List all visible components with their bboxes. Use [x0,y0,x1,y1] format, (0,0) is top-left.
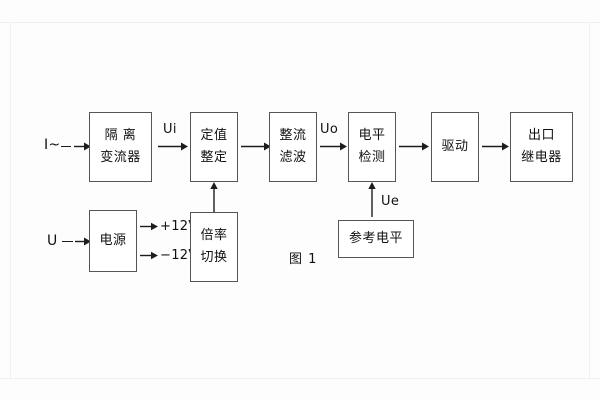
arrow-isolation-to-setting [158,142,188,151]
block-isolation-line1: 隔 离 [104,127,137,143]
block-level-detect-line2: 检测 [358,150,386,165]
current-input-label: I~ [44,137,61,153]
arrow-setting-to-rectify [241,142,271,151]
arrow-level-detect-to-drive [399,142,429,151]
block-multiplier-switch: 倍率 切换 [190,212,238,282]
arrow-voltage-to-power-supply [75,237,91,246]
block-isolation-line2: 变流器 [100,150,141,165]
arrow-current-to-isolation [74,142,91,151]
page-frame-right-rule [589,22,590,378]
block-rectify-line2: 滤波 [279,150,307,165]
rail-negative-label: −12V [160,248,198,263]
block-output-relay-line2: 继电器 [521,150,562,165]
block-isolation-current-transformer: 隔 离 变流器 [89,112,152,182]
arrow-rail-positive [140,222,158,231]
signal-label-uo: Uo [320,122,339,137]
current-input-dash [61,146,71,147]
block-setting-line2: 整定 [200,150,228,165]
page-frame-bottom-rule [0,378,600,379]
arrow-multiplier-to-setting [210,182,218,212]
block-drive-line1: 驱动 [441,138,469,154]
figure-caption: 图 1 [289,252,318,267]
page-frame-top-rule [0,22,600,23]
block-output-relay-line1: 出口 [527,127,555,143]
block-rectify-line1: 整流 [279,127,307,143]
block-setting-adjustment: 定值 整定 [190,112,238,182]
signal-label-ue: Ue [381,194,400,209]
block-level-detect-line1: 电平 [358,127,386,143]
block-power-supply: 电源 [89,210,137,272]
block-setting-line1: 定值 [200,127,228,143]
signal-label-ui: Ui [163,122,177,137]
arrow-rail-negative [140,251,158,260]
rail-positive-label: +12V [160,219,198,234]
block-reference-level-line1: 参考电平 [348,230,403,246]
voltage-input-label: U [47,233,58,249]
arrow-reference-to-level-detect [368,182,376,217]
block-rectify-filter: 整流 滤波 [269,112,317,182]
block-output-relay: 出口 继电器 [510,112,573,182]
page-frame-left-rule [10,22,11,378]
arrow-drive-to-output-relay [482,142,509,151]
block-drive: 驱动 [431,112,479,182]
block-multiplier-line1: 倍率 [200,227,228,243]
block-reference-level: 参考电平 [338,220,414,258]
block-level-detection: 电平 检测 [348,112,396,182]
voltage-input-dash [62,241,73,242]
arrow-rectify-to-level-detect [320,142,347,151]
block-multiplier-line2: 切换 [200,250,228,265]
block-power-supply-line1: 电源 [99,232,127,248]
